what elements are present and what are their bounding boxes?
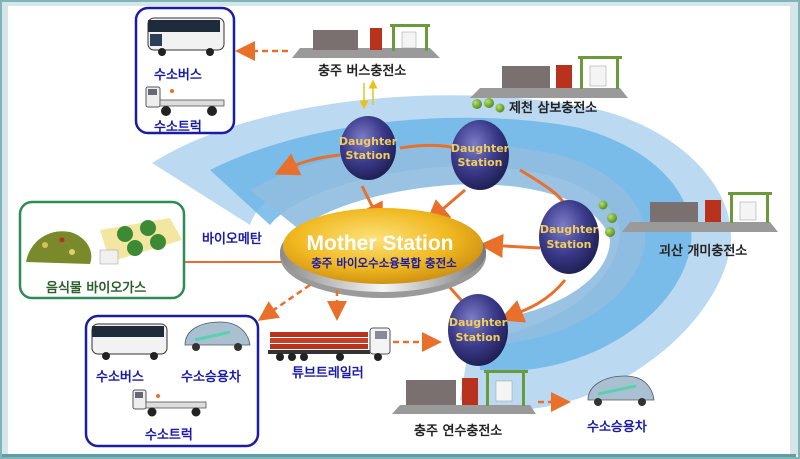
orbit-arrow-left bbox=[274, 153, 341, 176]
tube-trailer-label: 튜브트레일러 bbox=[292, 366, 364, 381]
mother-station-subtitle: 충주 바이오수소융복합 충전소 bbox=[311, 256, 457, 270]
charging-station-icon-goesan bbox=[622, 192, 778, 232]
orbit-arrow-bottom bbox=[499, 279, 567, 323]
daughter-label-line1: Daughter bbox=[451, 142, 510, 155]
daughter-station-1: Daughter Station bbox=[339, 116, 398, 180]
charging-station-icon-yeonsu bbox=[392, 370, 536, 414]
vehicle-label-bus-bottom: 수소버스 bbox=[96, 370, 144, 385]
truck-icon bbox=[145, 86, 225, 116]
spoke-arrow-3 bbox=[479, 233, 541, 258]
bus-icon bbox=[91, 323, 168, 360]
biomethane-label: 바이오메탄 bbox=[202, 232, 262, 247]
car-icon bbox=[184, 321, 251, 351]
green-ball-icons-top bbox=[472, 98, 505, 113]
daughter-station-3: Daughter Station bbox=[539, 200, 599, 274]
daughter-label-line2: Station bbox=[345, 149, 390, 162]
green-ball-icons-right bbox=[598, 200, 617, 237]
daughter-label-line2: Station bbox=[546, 238, 591, 251]
truck-icon bbox=[132, 389, 207, 417]
mother-station-title: Mother Station bbox=[307, 232, 454, 255]
frame-strip-left bbox=[2, 2, 8, 455]
mother-station-disc: Mother Station 충주 바이오수소융복합 충전소 bbox=[280, 208, 486, 298]
bus-icon bbox=[147, 17, 225, 56]
biogas-box-label: 음식물 바이오가스 bbox=[46, 281, 147, 296]
charging-station-icon-jecheon bbox=[470, 56, 628, 98]
frame-strip-top bbox=[2, 2, 796, 6]
daughter-label-line2: Station bbox=[457, 156, 502, 169]
station-label-chungju-yeonsu: 충주 연수충전소 bbox=[414, 424, 503, 439]
station-label-chungju-bus: 충주 버스충전소 bbox=[318, 64, 407, 79]
daughter-label-line1: Daughter bbox=[339, 135, 398, 148]
station-label-goesan-gaemi: 괴산 개미충전소 bbox=[659, 244, 748, 259]
food-waste-icon bbox=[26, 231, 92, 264]
frame-strip-bottom bbox=[2, 454, 796, 457]
frame-strip-right bbox=[790, 2, 798, 455]
arrow-mother-to-vehicles bbox=[257, 283, 311, 321]
vehicle-label-bus-top: 수소버스 bbox=[154, 68, 202, 83]
daughter-label-line2: Station bbox=[455, 331, 500, 344]
vehicle-label-car-bottom: 수소승용차 bbox=[181, 370, 241, 385]
daughter-station-2: Daughter Station bbox=[451, 120, 510, 190]
vehicle-label-truck-top: 수소트럭 bbox=[154, 120, 202, 135]
daughter-station-4: Daughter Station bbox=[448, 294, 508, 366]
charging-station-icon-bus bbox=[292, 24, 440, 58]
bus-station-link-arrows bbox=[359, 79, 378, 110]
car-icon bbox=[587, 375, 655, 406]
station-label-jecheon-sambo: 제천 삼보충전소 bbox=[509, 101, 598, 116]
tube-trailer-icon bbox=[268, 327, 391, 361]
biogas-plant-icon bbox=[99, 218, 182, 265]
dashed-arrows bbox=[235, 41, 571, 412]
daughter-label-line1: Daughter bbox=[449, 316, 508, 329]
daughter-label-line1: Daughter bbox=[540, 223, 599, 236]
end-vehicle-label: 수소승용차 bbox=[587, 420, 647, 435]
vehicle-label-truck-bottom: 수소트럭 bbox=[145, 428, 193, 443]
